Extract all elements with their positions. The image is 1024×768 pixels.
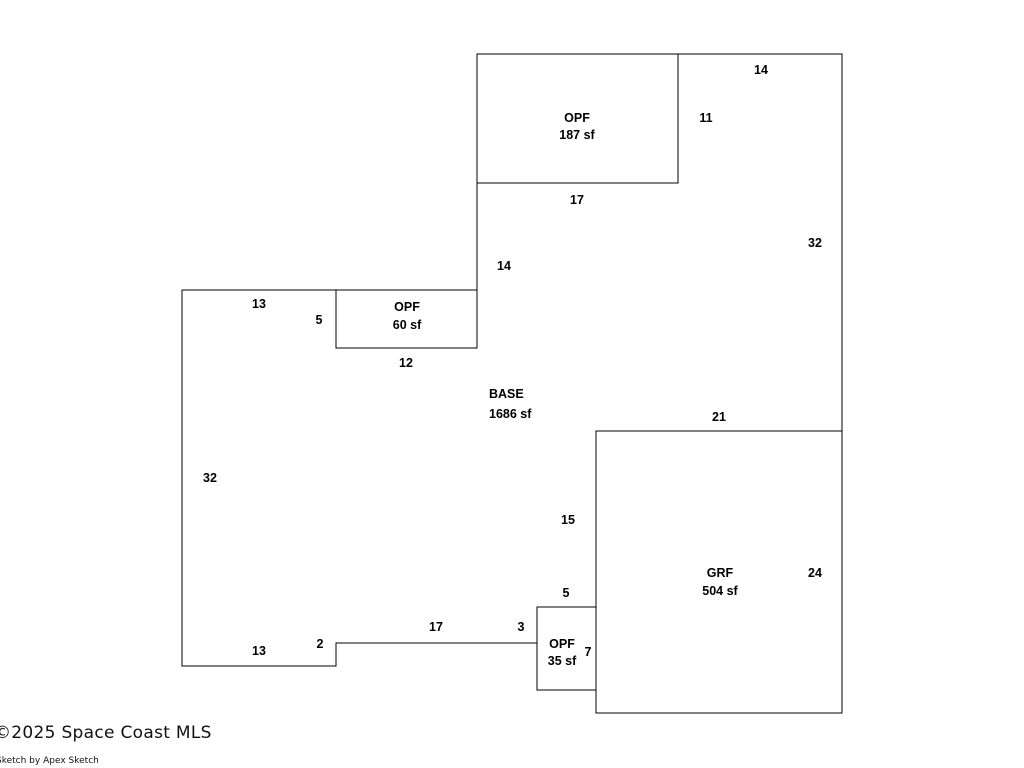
grf-area <box>595 430 843 714</box>
base-code: BASE <box>489 387 524 401</box>
dim-grf-top: 21 <box>712 410 726 424</box>
base-outline <box>181 53 843 667</box>
dim-opf-small-top: 5 <box>563 586 570 600</box>
grf-size: 504 sf <box>702 584 738 598</box>
dim-left-side: 32 <box>203 471 217 485</box>
dim-grf-left-upper: 15 <box>561 513 575 527</box>
opf-top-area <box>476 53 679 184</box>
copyright-text: ©2025 Space Coast MLS <box>0 723 212 743</box>
dim-opf-small-right: 7 <box>585 645 592 659</box>
base-size: 1686 sf <box>489 407 532 421</box>
opf-small-size: 35 sf <box>548 654 577 668</box>
dim-opf-top-right-side: 11 <box>699 111 712 125</box>
dim-grf-right: 24 <box>808 566 822 580</box>
opf-small-area <box>536 606 597 691</box>
dim-notch-height: 14 <box>497 259 511 273</box>
dim-step-height: 2 <box>317 637 324 651</box>
dim-top-right-width: 14 <box>754 63 768 77</box>
dim-bottom-mid: 17 <box>429 620 443 634</box>
opf-mid-size: 60 sf <box>393 318 422 332</box>
dim-opf-mid-side: 5 <box>316 313 323 327</box>
opf-mid-area <box>335 289 478 349</box>
dim-bottom-left: 13 <box>252 644 266 658</box>
grf-code: GRF <box>707 566 734 580</box>
sketch-credit: Sketch by Apex Sketch <box>0 756 99 766</box>
dim-base-left-top: 13 <box>252 297 266 311</box>
dim-opf-mid-bottom: 12 <box>399 356 413 370</box>
opf-mid-code: OPF <box>394 300 420 314</box>
opf-top-size: 187 sf <box>559 128 595 142</box>
dim-opf-small-left: 3 <box>518 620 525 634</box>
dim-right-side-upper: 32 <box>808 236 822 250</box>
opf-top-code: OPF <box>564 111 590 125</box>
dim-opf-top-bottom: 17 <box>570 193 584 207</box>
opf-small-code: OPF <box>549 637 575 651</box>
